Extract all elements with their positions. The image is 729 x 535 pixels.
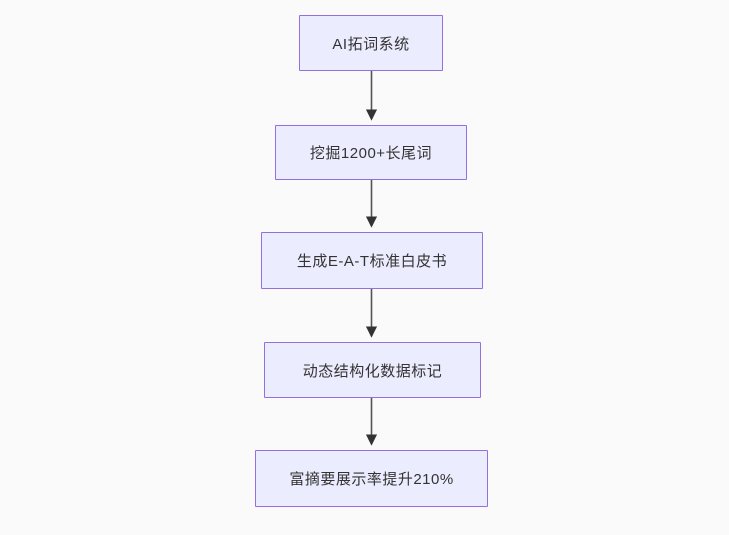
flow-node-label: 挖掘1200+长尾词 [309,145,433,162]
flow-node-label: 生成E-A-T标准白皮书 [296,253,448,270]
flow-node-mine-longtail-keywords: 挖掘1200+长尾词 [275,125,467,180]
flow-node-rich-snippet-rate-increase: 富摘要展示率提升210% [255,450,488,507]
flow-node-label: 富摘要展示率提升210% [289,471,454,488]
flow-node-label: AI拓词系统 [332,35,410,53]
flow-node-generate-eat-whitepaper: 生成E-A-T标准白皮书 [261,232,483,289]
flow-node-dynamic-structured-data-markup: 动态结构化数据标记 [264,342,481,398]
flow-node-label: 动态结构化数据标记 [302,362,443,380]
flow-node-ai-word-expansion-system: AI拓词系统 [299,15,443,71]
